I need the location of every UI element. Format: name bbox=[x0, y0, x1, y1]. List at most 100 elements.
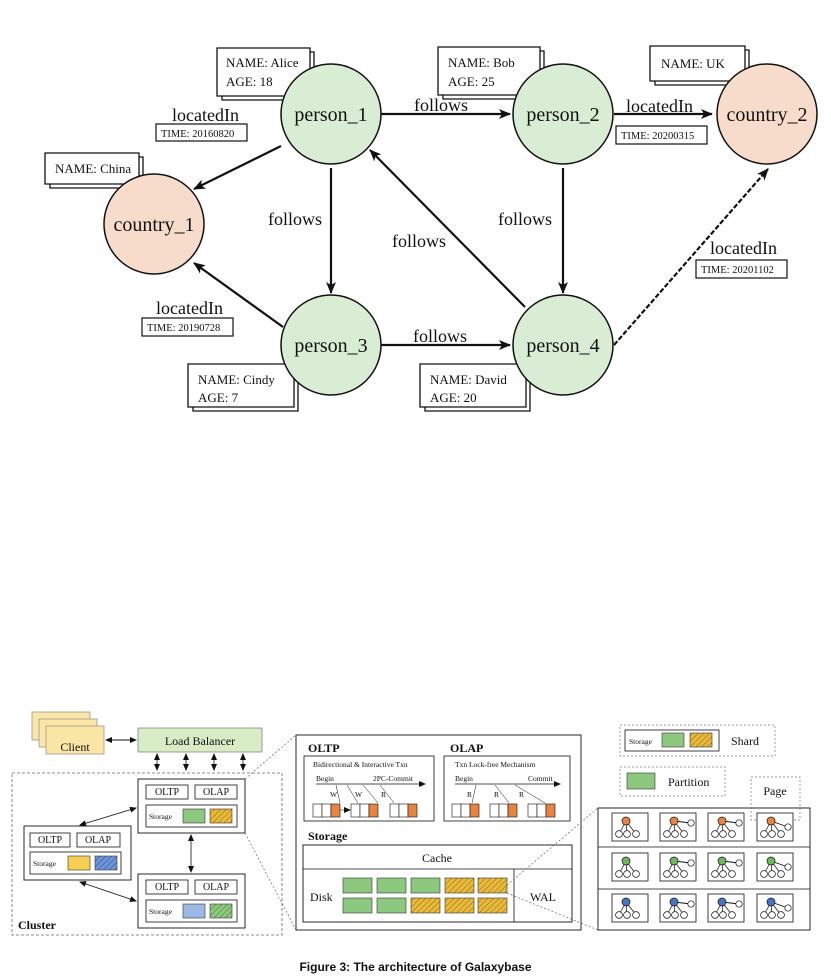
david-name: NAME: David bbox=[430, 372, 507, 387]
label-p1-p2: follows bbox=[414, 95, 468, 115]
legend-partition: Partition bbox=[619, 766, 726, 797]
server-left-storage: Storage bbox=[33, 859, 57, 868]
oltp-w1: W bbox=[330, 790, 338, 799]
server-left-oltp: OLTP bbox=[38, 835, 63, 846]
olap-r3: R bbox=[519, 790, 524, 799]
node-country-1: country_1 bbox=[103, 173, 205, 275]
edge-p4-p1 bbox=[369, 149, 526, 308]
label-p1-c1: locatedIn bbox=[172, 105, 239, 125]
legend-storage-label: Storage bbox=[629, 737, 653, 746]
node-country-1-label: country_1 bbox=[113, 214, 194, 236]
cache-label: Cache bbox=[422, 851, 452, 865]
lb-links bbox=[154, 753, 246, 771]
architecture-diagram: Client Load Balancer Cluster OLTP OLAP S… bbox=[11, 711, 811, 936]
label-p2-p4: follows bbox=[498, 209, 552, 229]
olap-panel: Txn Lock-free Mechanism Begin Commit R R… bbox=[443, 755, 571, 822]
edge-p4-c2 bbox=[613, 168, 769, 346]
olap-r1: R bbox=[467, 790, 472, 799]
property-box-uk: NAME: UK bbox=[649, 45, 750, 86]
olap-slots bbox=[451, 803, 556, 818]
cluster-links bbox=[79, 806, 194, 902]
partition-grid: Page bbox=[597, 776, 811, 931]
server-left: OLTP OLAP Storage bbox=[23, 825, 132, 881]
server-top: OLTP OLAP Storage bbox=[137, 778, 246, 834]
bob-age: AGE: 25 bbox=[448, 74, 495, 89]
server-bottom: OLTP OLAP Storage bbox=[137, 873, 246, 929]
cindy-name: NAME: Cindy bbox=[198, 372, 275, 387]
server-top-oltp: OLTP bbox=[155, 787, 180, 798]
uk-name: NAME: UK bbox=[661, 56, 726, 71]
china-name: NAME: China bbox=[55, 161, 131, 176]
server-bottom-oltp: OLTP bbox=[155, 882, 180, 893]
olap-r2: R bbox=[494, 790, 499, 799]
node-person-2: person_2 bbox=[512, 63, 614, 165]
node-person-3: person_3 bbox=[280, 294, 382, 396]
edge-p3-c1 bbox=[193, 262, 284, 328]
label-p4-c2: locatedIn bbox=[710, 238, 777, 258]
label-p3-p4: follows bbox=[413, 326, 467, 346]
figure-caption: Figure 3: The architecture of Galaxybase bbox=[299, 960, 532, 974]
page-cells bbox=[611, 812, 794, 923]
zoom-line-top bbox=[244, 734, 297, 780]
server-top-olap: OLAP bbox=[203, 787, 230, 798]
label-p2-c2: locatedIn bbox=[626, 96, 693, 116]
zoom-line-bottom bbox=[244, 832, 297, 931]
load-balancer: Load Balancer bbox=[137, 727, 263, 753]
page-tree-icon bbox=[707, 893, 745, 923]
oltp-title: OLTP bbox=[308, 741, 340, 755]
oltp-begin: Begin bbox=[316, 774, 334, 783]
zoom-line-partition-bottom bbox=[506, 892, 599, 931]
server-left-olap: OLAP bbox=[85, 835, 112, 846]
time-p4-c2: TIME: 20201102 bbox=[701, 265, 774, 276]
property-box-david: NAME: David AGE: 20 bbox=[419, 363, 531, 412]
olap-subtitle: Txn Lock-free Mechanism bbox=[455, 760, 536, 769]
olap-commit: Commit bbox=[528, 774, 554, 783]
legend-partition-label: Partition bbox=[668, 775, 709, 789]
time-box-p2-c2: TIME: 20200315 bbox=[615, 125, 708, 145]
page-tree-icon bbox=[756, 893, 794, 923]
cluster-frame bbox=[11, 772, 283, 936]
oltp-commit: 2PC-Commit bbox=[373, 774, 414, 783]
load-balancer-label: Load Balancer bbox=[165, 734, 235, 748]
node-person-4-label: person_4 bbox=[526, 335, 599, 357]
david-age: AGE: 20 bbox=[430, 390, 477, 405]
olap-title: OLAP bbox=[450, 741, 483, 755]
page-tree-icon bbox=[659, 893, 697, 923]
oltp-r1: R bbox=[381, 790, 386, 799]
oltp-w2: W bbox=[355, 790, 363, 799]
property-box-china: NAME: China bbox=[44, 152, 144, 189]
storage-title: Storage bbox=[308, 829, 348, 843]
page-label: Page bbox=[763, 784, 786, 798]
alice-name: NAME: Alice bbox=[226, 55, 299, 70]
node-person-3-label: person_3 bbox=[294, 335, 367, 357]
cluster-label: Cluster bbox=[18, 918, 57, 932]
page-tree-icon bbox=[611, 852, 649, 882]
server-top-storage: Storage bbox=[149, 812, 173, 821]
label-p1-p3: follows bbox=[268, 209, 322, 229]
node-country-2: country_2 bbox=[716, 63, 818, 165]
time-p2-c2: TIME: 20200315 bbox=[621, 131, 694, 142]
client-label: Client bbox=[60, 740, 90, 754]
wal-label: WAL bbox=[530, 890, 556, 904]
disk-blocks bbox=[342, 877, 508, 914]
property-graph: NAME: Alice AGE: 18 NAME: Bob AGE: 25 NA… bbox=[44, 45, 818, 412]
property-box-cindy: NAME: Cindy AGE: 7 bbox=[187, 363, 299, 412]
disk-label: Disk bbox=[310, 890, 333, 904]
node-person-2-label: person_2 bbox=[526, 104, 599, 126]
server-detail: OLTP OLAP Bidirectional & Interactive Tx… bbox=[295, 734, 582, 931]
storage-block: Cache Disk WAL bbox=[302, 844, 573, 923]
legend-shard: Storage Shard bbox=[619, 724, 776, 757]
page-tree-icon bbox=[756, 852, 794, 882]
edge-p1-c1 bbox=[193, 145, 282, 190]
node-country-2-label: country_2 bbox=[726, 104, 807, 126]
page-tree-icon bbox=[756, 812, 794, 842]
olap-begin: Begin bbox=[455, 774, 473, 783]
node-person-1-label: person_1 bbox=[294, 104, 367, 126]
label-p3-c1: locatedIn bbox=[156, 298, 223, 318]
time-box-p1-c1: TIME: 20160820 bbox=[155, 123, 248, 142]
server-bottom-storage: Storage bbox=[149, 907, 173, 916]
time-p3-c1: TIME: 20190728 bbox=[147, 323, 220, 334]
node-person-4: person_4 bbox=[512, 294, 614, 396]
label-p4-p1: follows bbox=[392, 231, 446, 251]
